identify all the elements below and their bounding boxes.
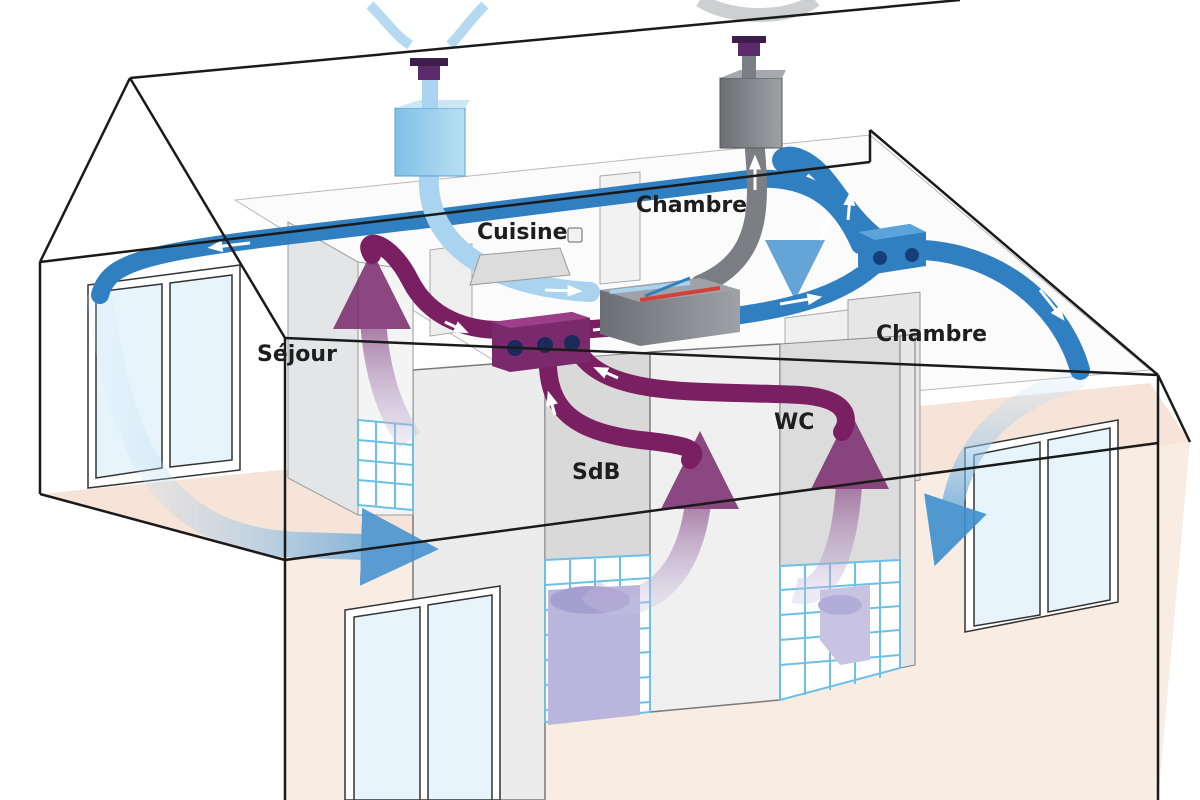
label-chambre-right: Chambre xyxy=(876,322,988,347)
intake-air-swirls xyxy=(366,1,489,50)
extract-flow-small-bath xyxy=(333,251,421,448)
label-cuisine: Cuisine xyxy=(477,220,568,245)
extract-flow-sdb xyxy=(580,431,739,616)
extract-flow-wc xyxy=(791,411,889,604)
window-right xyxy=(964,419,1119,633)
recuperator-unit xyxy=(600,276,740,346)
supply-manifold xyxy=(858,224,926,274)
extract-duct-sejour xyxy=(360,234,509,339)
exhaust-manifold xyxy=(492,312,590,372)
partition-sejour xyxy=(287,221,359,516)
exhaust-air-swirl xyxy=(696,0,820,22)
window-front xyxy=(344,585,501,800)
fresh-air-flow-sejour xyxy=(87,287,439,586)
supply-duct-chambre-right xyxy=(890,239,1090,380)
toilet xyxy=(818,585,870,665)
label-wc: WC xyxy=(774,410,815,435)
label-sdb: SdB xyxy=(572,460,621,485)
house-outline xyxy=(38,0,1192,800)
extract-duct-sdb xyxy=(538,336,703,469)
fresh-intake-arrow xyxy=(544,284,583,297)
roof-cap-exhaust xyxy=(719,36,786,149)
roof-cap-intake xyxy=(394,58,470,177)
supply-duct-chambre-loop xyxy=(772,146,889,249)
fresh-intake-duct xyxy=(418,155,600,302)
kitchen-vent-icon xyxy=(567,227,583,243)
label-sejour: Séjour xyxy=(257,342,337,367)
supply-flow-arrows xyxy=(207,190,1065,321)
fresh-air-flow-chambre xyxy=(924,369,1086,567)
wall-wc-right xyxy=(899,333,916,669)
label-chambre-top: Chambre xyxy=(636,193,748,218)
supply-duct-main xyxy=(91,169,869,304)
